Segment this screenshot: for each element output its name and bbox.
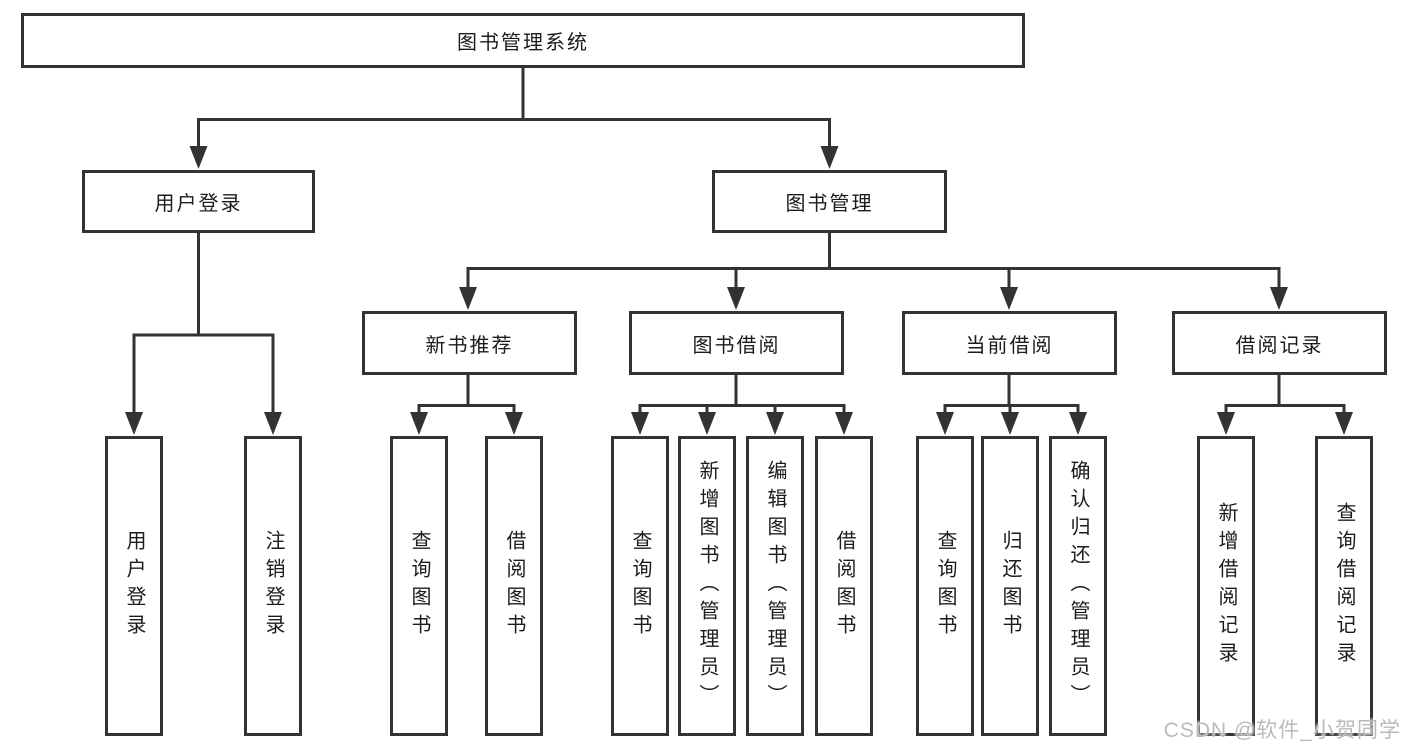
leaf-logout: 注销登录 [244, 436, 302, 736]
node-user-login: 用户登录 [82, 170, 315, 233]
leaf-user-login: 用户登录 [105, 436, 163, 736]
node-label: 查询图书 [408, 530, 430, 642]
leaf-query-books-current: 查询图书 [916, 436, 974, 736]
node-label: 用户登录 [154, 193, 243, 215]
leaf-query-books-borrow: 查询图书 [611, 436, 669, 736]
node-label: 新书推荐 [425, 334, 514, 357]
csdn-watermark: CSDN @软件_小贺同学 [1163, 719, 1401, 742]
node-label: 借阅图书 [833, 530, 855, 642]
leaf-confirm-return-admin: 确认归还（管理员） [1049, 436, 1107, 736]
node-label: 新增借阅记录 [1215, 502, 1237, 670]
leaf-query-books-recommend: 查询图书 [390, 436, 448, 736]
node-label: 注销登录 [262, 530, 284, 642]
node-label: 新增图书（管理员） [696, 460, 718, 712]
leaf-query-borrow-record: 查询借阅记录 [1315, 436, 1373, 736]
node-label: 编辑图书（管理员） [764, 460, 786, 712]
node-label: 确认归还（管理员） [1067, 460, 1089, 712]
node-label: 图书借阅 [692, 334, 781, 357]
node-label: 用户登录 [123, 530, 145, 642]
node-label: 查询借阅记录 [1333, 502, 1355, 670]
node-label: 图书管理 [785, 193, 874, 215]
node-label: 借阅记录 [1235, 334, 1324, 357]
node-root-system: 图书管理系统 [21, 13, 1025, 68]
node-label: 查询图书 [934, 530, 956, 642]
node-label: 查询图书 [629, 530, 651, 642]
node-borrow-records: 借阅记录 [1172, 311, 1387, 375]
node-label: 当前借阅 [965, 334, 1054, 357]
leaf-return-books: 归还图书 [981, 436, 1039, 736]
leaf-add-borrow-record: 新增借阅记录 [1197, 436, 1255, 736]
node-label: 图书管理系统 [457, 32, 589, 54]
node-book-management: 图书管理 [712, 170, 947, 233]
leaf-borrow-books-recommend: 借阅图书 [485, 436, 543, 736]
leaf-edit-book-admin: 编辑图书（管理员） [746, 436, 804, 736]
node-label: 借阅图书 [503, 530, 525, 642]
node-book-borrow: 图书借阅 [629, 311, 844, 375]
node-label: 归还图书 [999, 530, 1021, 642]
leaf-borrow-books: 借阅图书 [815, 436, 873, 736]
node-new-book-recommend: 新书推荐 [362, 311, 577, 375]
node-current-borrow: 当前借阅 [902, 311, 1117, 375]
leaf-add-book-admin: 新增图书（管理员） [678, 436, 736, 736]
